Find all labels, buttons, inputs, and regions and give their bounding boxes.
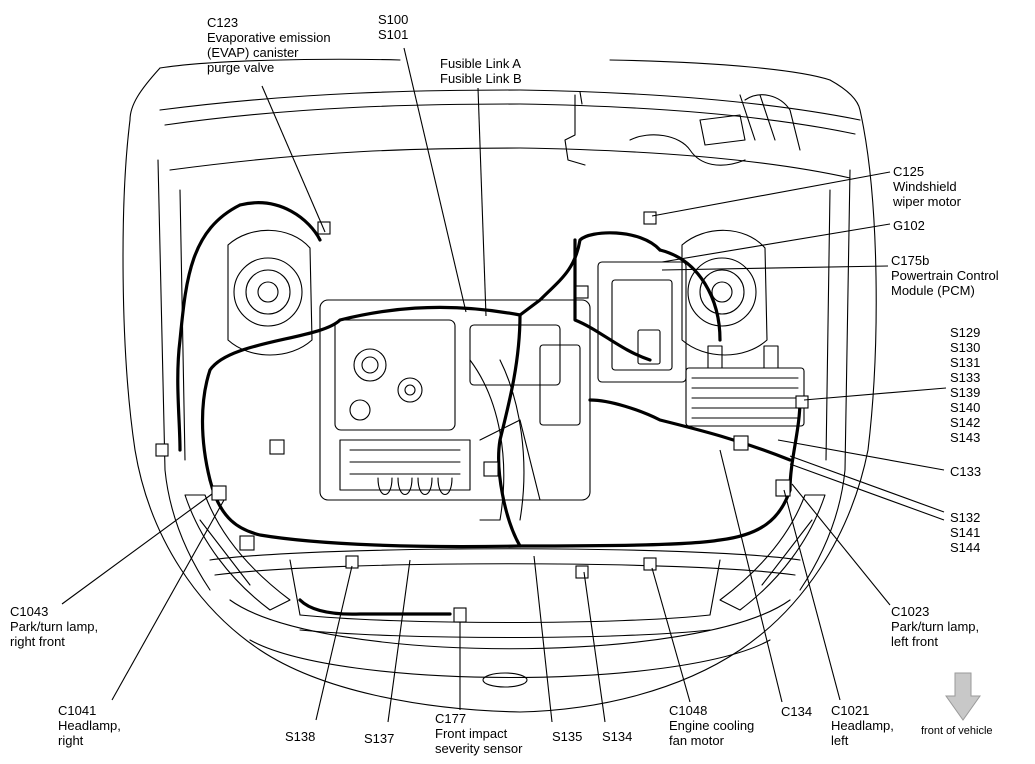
leader-s137 [387,559,411,723]
callout-c133: C133 [950,464,982,479]
down-arrow-icon [945,672,981,721]
callout-c177: C177 Front impact severity sensor [435,711,523,756]
emblem [482,672,528,688]
headlamp-left [719,494,826,611]
leader-s132-b [789,463,945,521]
callout-s100: S100 S101 [378,12,409,42]
callout-c1021: C1021 Headlamp, left [831,703,894,748]
pcm-bracket [597,261,687,383]
leader-c134 [719,449,783,703]
leader-c175b [661,265,889,271]
callout-c134: C134 [781,704,813,719]
body-outline-right [122,119,521,713]
leader-s100 [403,47,467,313]
headlamp-right [184,494,291,611]
leader-c1048 [651,567,691,703]
callout-g102: G102 [893,218,925,233]
callout-fusible-links: Fusible Link A Fusible Link B [440,56,522,86]
leader-g102 [661,223,891,263]
callout-s138: S138 [285,729,316,744]
callout-s129-group: S129 S130 S131 S133 S139 S140 S142 S143 [950,325,981,445]
leader-s135 [533,555,553,723]
callout-c1023: C1023 Park/turn lamp, left front [891,604,980,649]
front-of-vehicle-label: front of vehicle [921,725,993,737]
leader-c123 [261,85,326,233]
leader-c1023 [791,483,891,606]
callout-c125: C125 Windshield wiper motor [893,164,961,209]
callout-s137: S137 [364,731,395,746]
leader-c125 [651,171,891,217]
callout-c1048: C1048 Engine cooling fan motor [669,703,755,748]
callout-s134: S134 [602,729,633,744]
leader-s132-a [789,455,945,513]
bumper [229,599,791,650]
callout-c123: C123 Evaporative emission (EVAP) caniste… [207,15,331,75]
callout-c175b: C175b Powertrain Control Module (PCM) [891,253,999,298]
harness-main [208,478,792,549]
leader-s138 [315,565,353,721]
callout-c1043: C1043 Park/turn lamp, right front [10,604,99,649]
hood-outline [159,58,831,81]
callout-s132-group: S132 S141 S144 [950,510,981,555]
leader-s134 [583,571,606,723]
leader-c1043 [61,493,213,605]
body-outline-left [519,109,877,713]
leader-c1021 [783,489,841,701]
battery [685,367,805,427]
leader-fusible [477,87,487,317]
cowl [159,89,861,121]
callout-c1041: C1041 Headlamp, right [58,703,121,748]
callout-s135: S135 [552,729,583,744]
leader-c1041 [111,499,225,701]
leader-s129 [803,387,947,401]
leader-c133 [777,439,945,471]
radiator-support [209,548,801,561]
